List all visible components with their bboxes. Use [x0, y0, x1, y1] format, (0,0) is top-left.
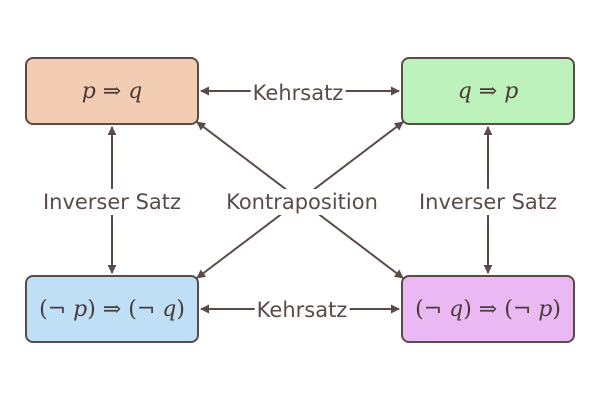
implies-symbol: ⇒ [102, 296, 122, 322]
label-converse-bottom: Kehrsatz [254, 297, 350, 323]
var-a: q [449, 296, 464, 322]
label-inverse-left: Inverser Satz [40, 189, 184, 215]
var-b: q [128, 78, 143, 104]
var-b: q [162, 296, 177, 322]
not-symbol: ¬ [423, 296, 443, 322]
var-a: p [81, 78, 96, 104]
not-symbol: ¬ [512, 296, 532, 322]
close-paren: ) [463, 296, 472, 322]
open-paren: ( [504, 296, 513, 322]
label-contrapositive: Kontraposition [224, 189, 380, 215]
open-paren: ( [39, 296, 48, 322]
label-inverse-right: Inverser Satz [416, 189, 560, 215]
var-b: p [504, 78, 519, 104]
node-inverse-formula: (¬ p) ⇒ (¬ q) [39, 297, 185, 322]
close-paren: ) [176, 296, 185, 322]
not-symbol: ¬ [47, 296, 67, 322]
var-a: q [457, 78, 472, 104]
node-contrapositive-formula: (¬ q) ⇒ (¬ p) [415, 297, 561, 322]
node-inverse: (¬ p) ⇒ (¬ q) [25, 275, 199, 343]
node-implication-formula: p ⇒ q [82, 79, 143, 104]
close-paren: ) [552, 296, 561, 322]
var-a: p [73, 296, 88, 322]
label-converse-top: Kehrsatz [250, 80, 346, 106]
open-paren: ( [128, 296, 137, 322]
not-symbol: ¬ [136, 296, 156, 322]
node-converse-formula: q ⇒ p [458, 79, 519, 104]
var-b: p [538, 296, 553, 322]
node-implication: p ⇒ q [25, 57, 199, 125]
implies-symbol: ⇒ [102, 78, 122, 104]
node-converse: q ⇒ p [401, 57, 575, 125]
implies-symbol: ⇒ [478, 78, 498, 104]
implies-symbol: ⇒ [478, 296, 498, 322]
close-paren: ) [87, 296, 96, 322]
node-contrapositive: (¬ q) ⇒ (¬ p) [401, 275, 575, 343]
open-paren: ( [415, 296, 424, 322]
